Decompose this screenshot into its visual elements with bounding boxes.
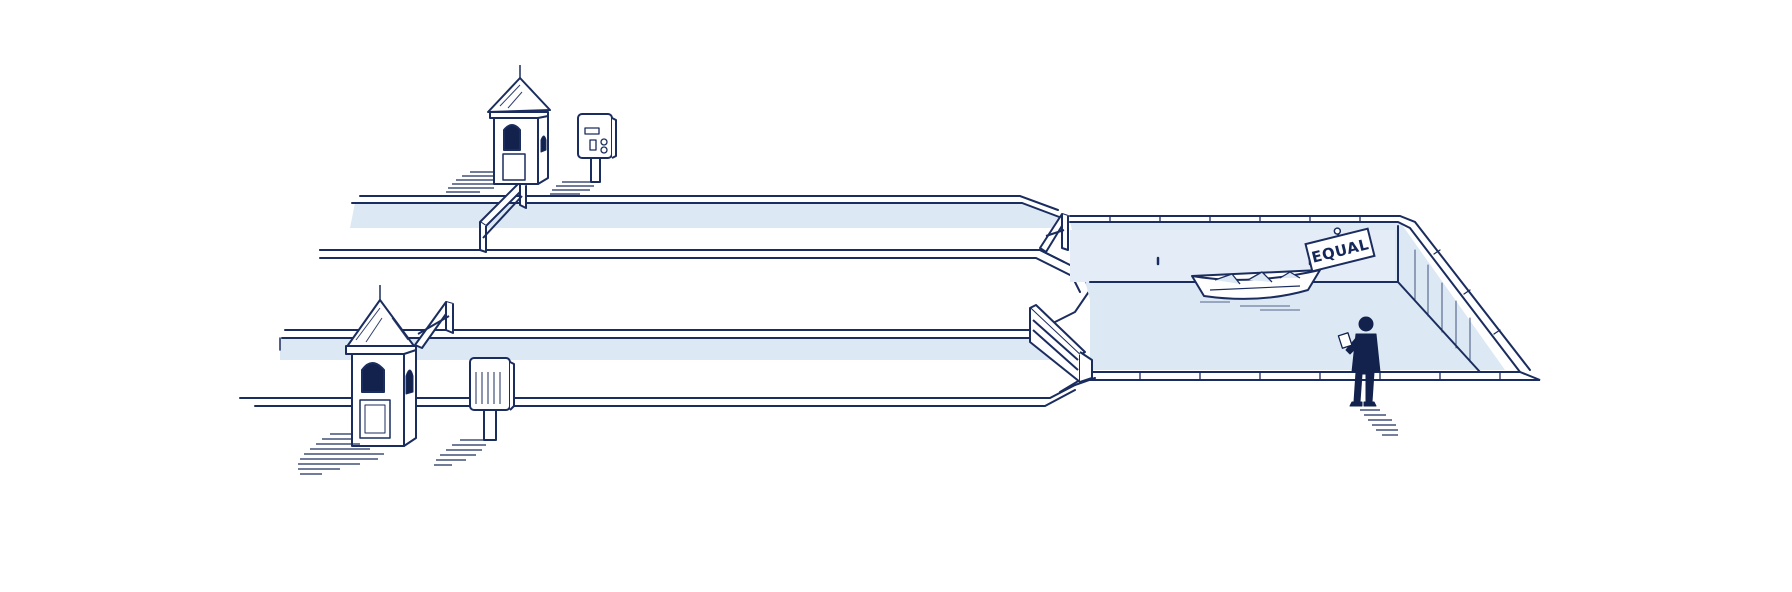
middle-platform (319, 249, 1092, 323)
equal-sign: EQUAL (1304, 227, 1376, 273)
paper-held (1337, 332, 1353, 349)
upper-guard-booth (487, 65, 551, 185)
sign-board (1304, 227, 1376, 273)
lock-basin (1059, 215, 1541, 393)
lower-booth-shadow (298, 433, 384, 475)
upper-channel-water (350, 203, 1062, 228)
lower-right-gate (1029, 304, 1093, 383)
lower-booth-window (361, 362, 385, 393)
upper-channel (319, 195, 1065, 263)
person-shadow (1360, 409, 1398, 436)
upper-machine-shadow (550, 181, 596, 195)
lower-guard-booth (345, 285, 417, 447)
lower-channel-water (280, 338, 1055, 360)
lower-left-gate (414, 301, 454, 349)
upper-booth-shadow (446, 171, 494, 193)
upper-ticket-machine (577, 113, 617, 183)
upper-left-gate (479, 181, 527, 253)
upper-booth-window (503, 124, 521, 151)
upper-right-gate (1039, 213, 1069, 253)
lower-bollard-box (469, 357, 515, 441)
person-reading (1337, 316, 1381, 407)
rowboat (1191, 269, 1321, 311)
lower-box-shadow (434, 439, 490, 466)
